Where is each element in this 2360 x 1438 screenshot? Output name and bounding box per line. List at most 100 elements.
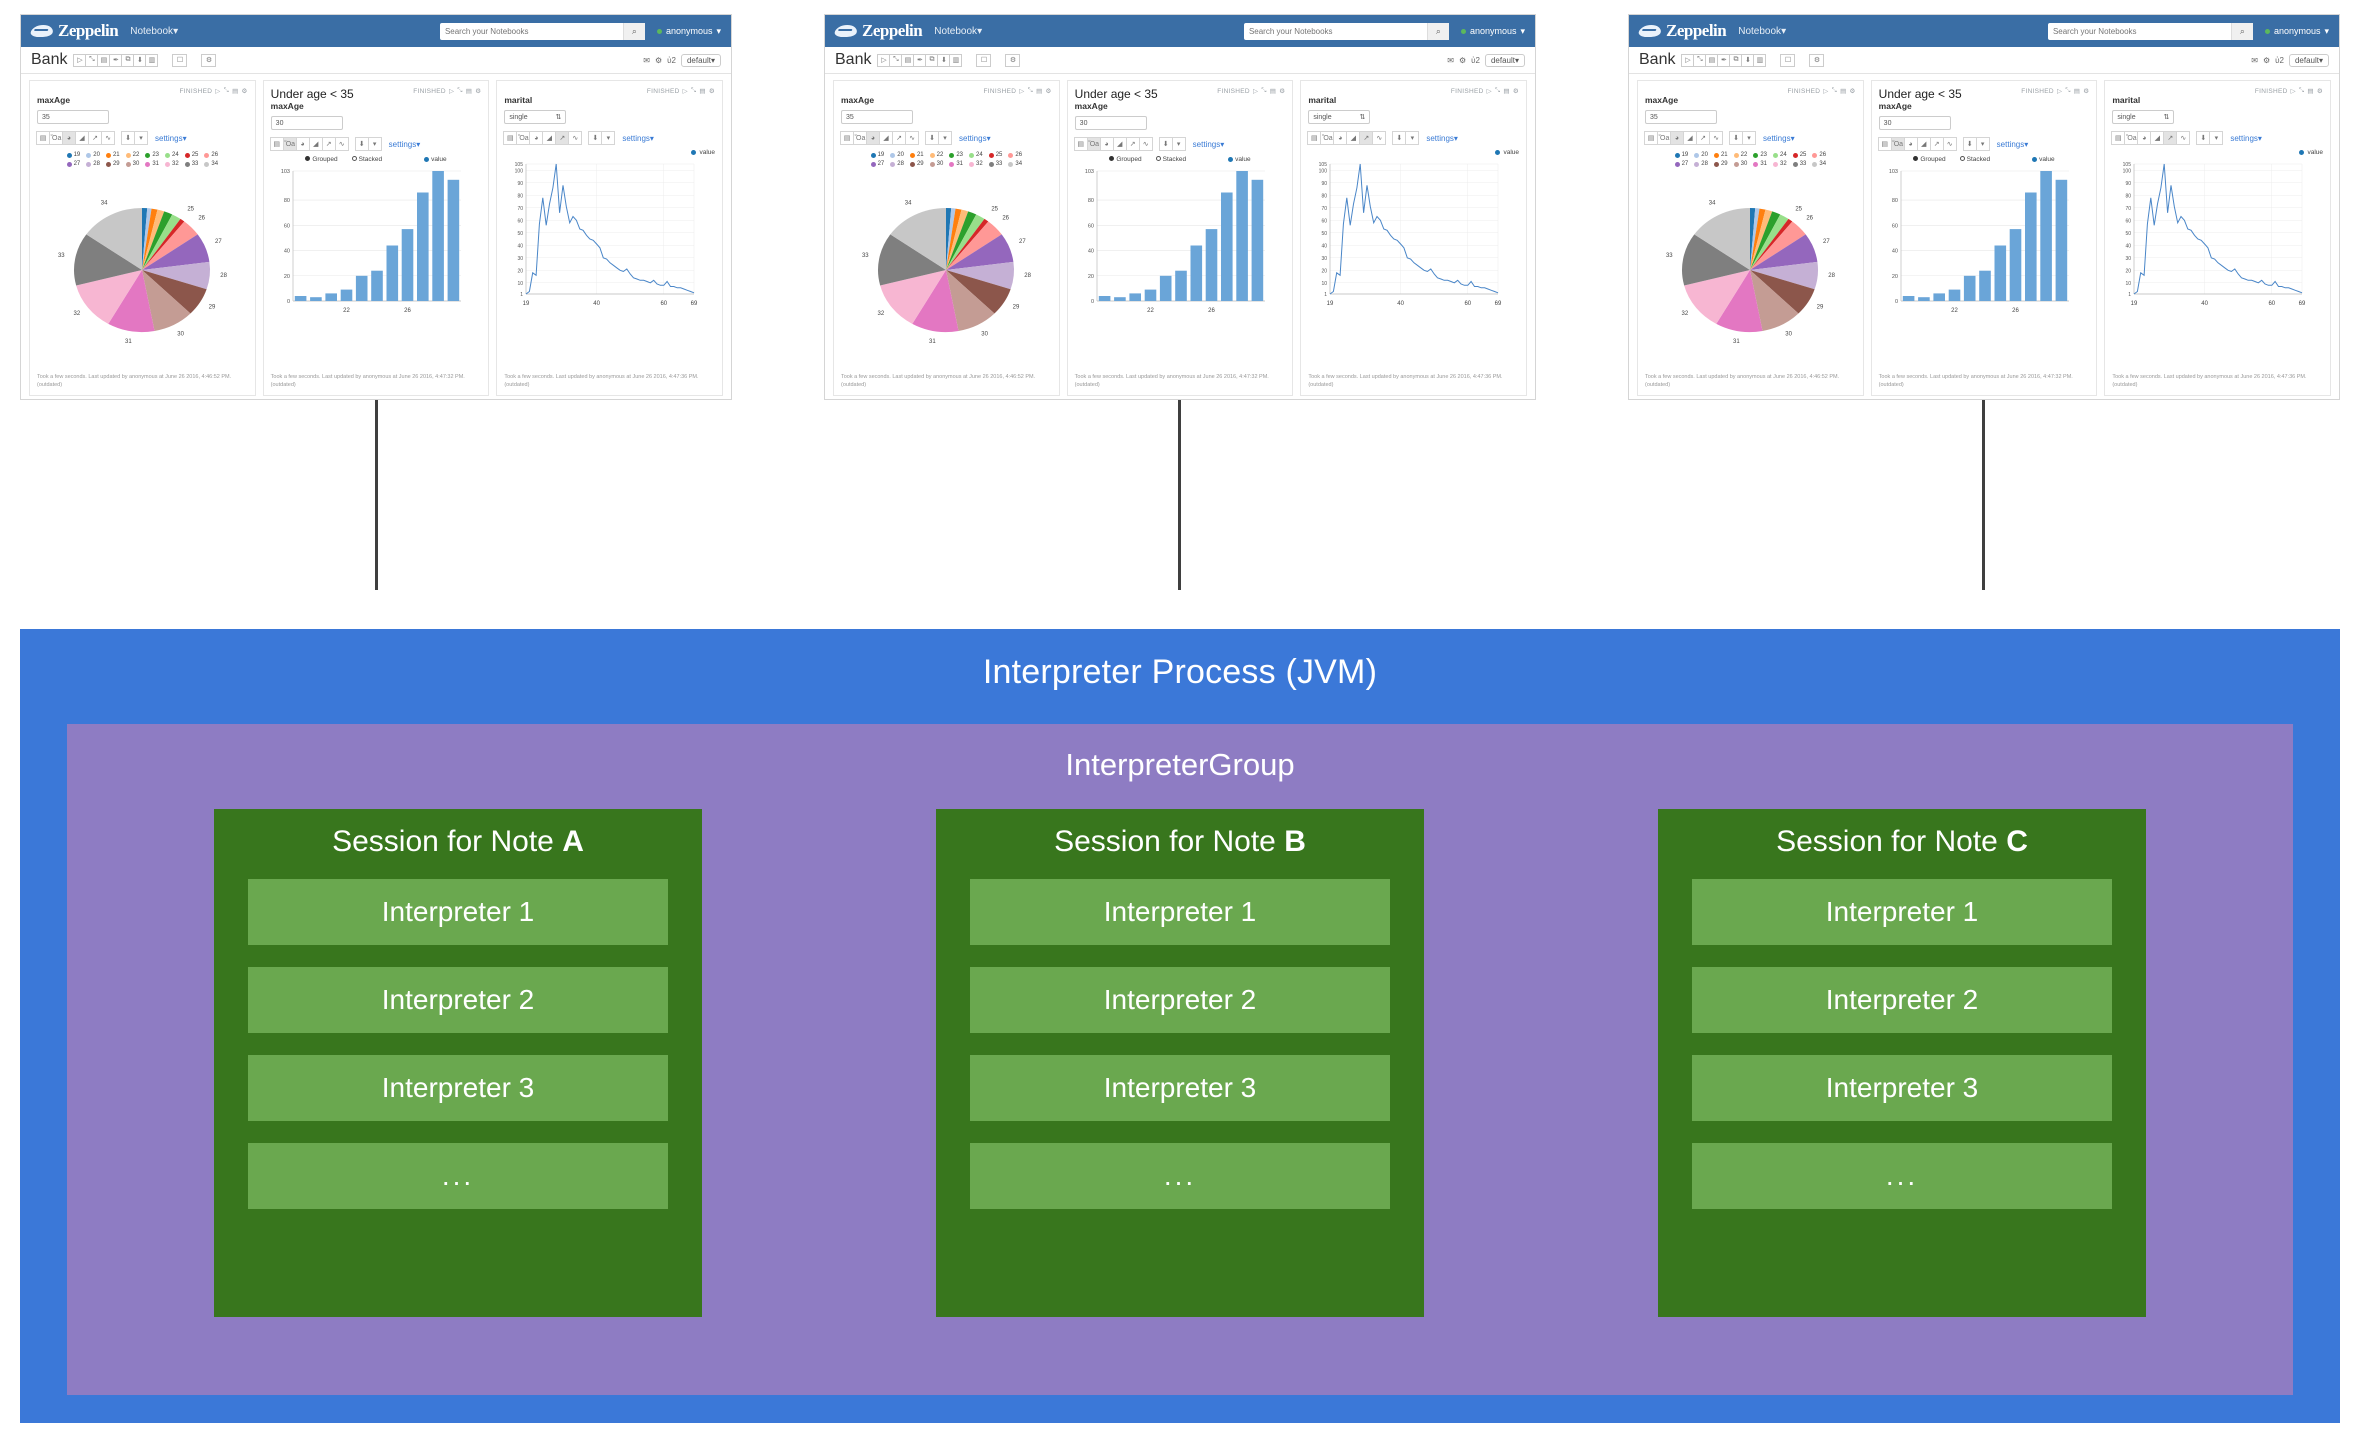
pie-legend-item[interactable]: 32 bbox=[969, 160, 983, 169]
pie-legend-item[interactable]: 21 bbox=[1713, 151, 1728, 160]
viz-button-4[interactable]: ↗ bbox=[1696, 131, 1710, 145]
interpreter-more[interactable]: ... bbox=[970, 1143, 1390, 1209]
trash-icon[interactable]: ☐ bbox=[976, 53, 992, 67]
viz-button-1[interactable]: Ὄa bbox=[853, 131, 867, 145]
zeppelin-logo[interactable]: Zeppelin bbox=[29, 21, 119, 41]
pie-legend-item[interactable]: 21 bbox=[105, 151, 120, 160]
viz-button-5[interactable]: ∿ bbox=[568, 131, 583, 145]
viz-button-1[interactable]: Ὄa bbox=[49, 131, 63, 145]
viz-button-0[interactable]: ▤ bbox=[1644, 131, 1658, 145]
viz-button-3[interactable]: ◢ bbox=[542, 131, 557, 145]
paragraph-icon-3[interactable]: ⚙ bbox=[1849, 88, 1856, 95]
viz-button-5[interactable]: ∿ bbox=[1138, 137, 1153, 151]
viz-button-1[interactable]: Ὄa bbox=[1657, 131, 1671, 145]
radio-grouped[interactable]: Grouped bbox=[1109, 156, 1142, 163]
pie-legend-item[interactable]: 27 bbox=[66, 160, 80, 169]
settings-toggle[interactable]: settings▾ bbox=[1997, 140, 2029, 149]
viz-button-3[interactable]: ◢ bbox=[879, 131, 893, 145]
pie-legend-item[interactable]: 25 bbox=[1792, 151, 1806, 160]
gear-icon[interactable]: ⚙ bbox=[2262, 55, 2271, 65]
pie-legend-item[interactable]: 29 bbox=[1713, 160, 1728, 169]
paragraph-icon-1[interactable]: ⤡ bbox=[2298, 87, 2305, 94]
pie-legend-item[interactable]: 25 bbox=[184, 151, 198, 160]
radio-grouped[interactable]: Grouped bbox=[1913, 156, 1946, 163]
viz-button-5[interactable]: ∿ bbox=[905, 131, 919, 145]
viz-button-3[interactable]: ◢ bbox=[1112, 137, 1127, 151]
interpreter-binding-button[interactable]: default▾ bbox=[2288, 53, 2329, 67]
viz-button-1[interactable]: Ὄa bbox=[2124, 131, 2139, 145]
user-menu[interactable]: anonymous▾ bbox=[2264, 26, 2329, 37]
toolbar-icon-6[interactable]: ▥ bbox=[1753, 53, 1767, 67]
viz-button-0[interactable]: ▤ bbox=[269, 137, 284, 151]
chevron-down-icon[interactable]: ▾ bbox=[1405, 131, 1420, 145]
max-age-input[interactable]: 30 bbox=[1878, 116, 1951, 130]
toolbar-icon-6[interactable]: ▥ bbox=[145, 53, 159, 67]
paragraph-icon-1[interactable]: ⤡ bbox=[1831, 87, 1838, 94]
mail-icon[interactable]: ✉ bbox=[1447, 55, 1454, 65]
viz-button-0[interactable]: ▤ bbox=[1073, 137, 1088, 151]
paragraph-icon-3[interactable]: ⚙ bbox=[2316, 88, 2324, 95]
viz-button-3[interactable]: ◢ bbox=[2150, 131, 2165, 145]
radio-stacked[interactable]: Stacked bbox=[1155, 156, 1186, 163]
paragraph-icon-2[interactable]: ▤ bbox=[2073, 88, 2081, 95]
paragraph-icon-3[interactable]: ⚙ bbox=[1279, 88, 1286, 95]
paragraph-icon-0[interactable]: ▷ bbox=[1486, 88, 1492, 95]
pie-legend-item[interactable]: 25 bbox=[988, 151, 1002, 160]
lock-icon[interactable]: ὑ2 bbox=[1471, 55, 1480, 65]
download-icon[interactable]: ⬇ bbox=[1392, 131, 1407, 145]
radio-stacked[interactable]: Stacked bbox=[1959, 156, 1990, 163]
nav-notebook-menu[interactable]: Notebook▾ bbox=[934, 26, 982, 37]
viz-button-5[interactable]: ∿ bbox=[2176, 131, 2191, 145]
settings-toggle[interactable]: settings▾ bbox=[155, 134, 187, 143]
settings-toggle[interactable]: settings▾ bbox=[2230, 134, 2262, 143]
radio-grouped[interactable]: Grouped bbox=[305, 156, 338, 163]
max-age-input[interactable]: 35 bbox=[37, 110, 109, 124]
interpreter-box[interactable]: Interpreter 3 bbox=[970, 1055, 1390, 1121]
lock-icon[interactable]: ὑ2 bbox=[667, 55, 676, 65]
zeppelin-logo[interactable]: Zeppelin bbox=[833, 21, 923, 41]
paragraph-icon-1[interactable]: ⤡ bbox=[1261, 87, 1267, 94]
chevron-down-icon[interactable]: ▾ bbox=[1742, 131, 1756, 145]
paragraph-icon-2[interactable]: ▤ bbox=[465, 88, 473, 95]
download-icon[interactable]: ⬇ bbox=[1729, 131, 1743, 145]
user-menu[interactable]: anonymous▾ bbox=[1460, 26, 1525, 37]
viz-button-4[interactable]: ↗ bbox=[321, 137, 336, 151]
search-input[interactable] bbox=[1243, 22, 1427, 40]
paragraph-icon-0[interactable]: ▷ bbox=[1823, 88, 1829, 95]
pie-legend-item[interactable]: 23 bbox=[949, 151, 963, 160]
viz-button-2[interactable]: ◕ bbox=[2137, 131, 2152, 145]
viz-button-1[interactable]: Ὄa bbox=[1086, 137, 1101, 151]
paragraph-icon-1[interactable]: ⤡ bbox=[2065, 87, 2071, 94]
viz-button-2[interactable]: ◕ bbox=[1099, 137, 1114, 151]
viz-button-3[interactable]: ◢ bbox=[1683, 131, 1697, 145]
viz-button-3[interactable]: ◢ bbox=[1916, 137, 1931, 151]
paragraph-icon-2[interactable]: ▤ bbox=[2307, 88, 2314, 95]
download-icon[interactable]: ⬇ bbox=[1962, 137, 1977, 151]
radio-stacked[interactable]: Stacked bbox=[351, 156, 382, 163]
viz-button-5[interactable]: ∿ bbox=[1942, 137, 1957, 151]
interpreter-box[interactable]: Interpreter 1 bbox=[248, 879, 668, 945]
pie-legend-item[interactable]: 30 bbox=[125, 160, 139, 169]
pie-legend-item[interactable]: 28 bbox=[890, 160, 904, 169]
pie-legend-item[interactable]: 28 bbox=[1694, 160, 1708, 169]
settings-toggle[interactable]: settings▾ bbox=[1193, 140, 1225, 149]
pie-legend-item[interactable]: 29 bbox=[105, 160, 120, 169]
pie-legend-item[interactable]: 24 bbox=[969, 151, 983, 160]
paragraph-icon-1[interactable]: ⤡ bbox=[223, 87, 230, 94]
chevron-down-icon[interactable]: ▾ bbox=[367, 137, 382, 151]
max-age-input[interactable]: 35 bbox=[1645, 110, 1717, 124]
paragraph-icon-3[interactable]: ⚙ bbox=[2083, 88, 2090, 95]
pie-legend-item[interactable]: 20 bbox=[890, 151, 904, 160]
viz-button-4[interactable]: ↗ bbox=[892, 131, 906, 145]
pie-legend-item[interactable]: 34 bbox=[1008, 160, 1022, 169]
interpreter-binding-button[interactable]: default▾ bbox=[680, 53, 721, 67]
mail-icon[interactable]: ✉ bbox=[643, 55, 650, 65]
pie-legend-item[interactable]: 19 bbox=[66, 151, 80, 160]
max-age-input[interactable]: 30 bbox=[1074, 116, 1147, 130]
pie-legend-item[interactable]: 31 bbox=[1753, 160, 1767, 169]
chevron-down-icon[interactable]: ▾ bbox=[1171, 137, 1186, 151]
pie-legend-item[interactable]: 33 bbox=[184, 160, 198, 169]
viz-button-1[interactable]: Ὄa bbox=[282, 137, 297, 151]
pie-legend-item[interactable]: 22 bbox=[1733, 151, 1747, 160]
paragraph-icon-0[interactable]: ▷ bbox=[1252, 88, 1259, 95]
